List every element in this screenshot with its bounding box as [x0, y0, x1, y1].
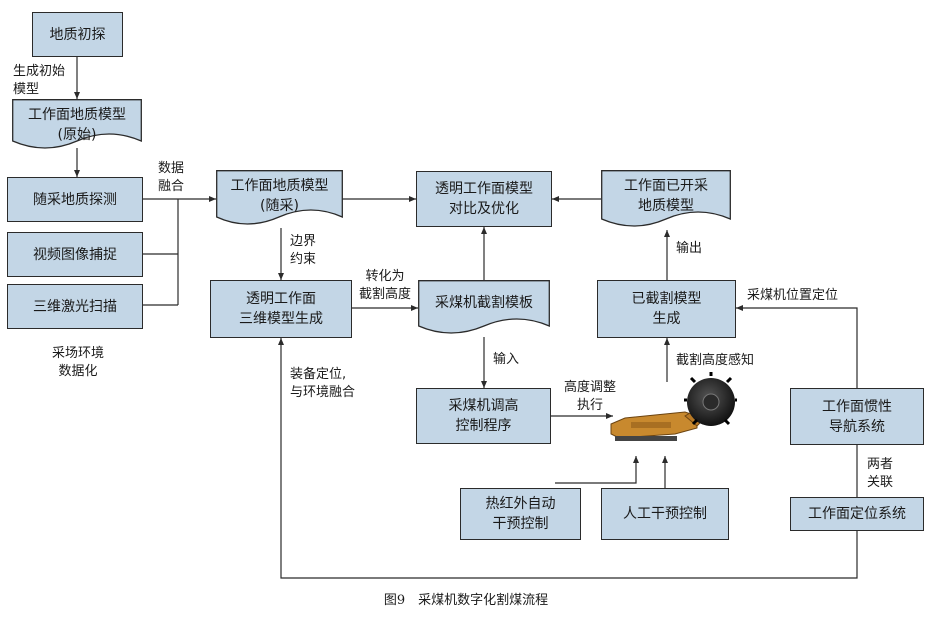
label-data-fusion: 数据 融合 [158, 161, 185, 194]
mining-geo-probe-box: 随采地质探测 [7, 177, 143, 222]
label-input: 输入 [493, 352, 520, 367]
manual-control-box: 人工干预控制 [601, 488, 729, 540]
video-capture-box: 视频图像捕捉 [7, 232, 143, 277]
label-gen-initial-model: 生成初始 模型 [13, 64, 66, 97]
shearer-illustration [610, 372, 737, 441]
cut-template-label: 采煤机截割模板 [435, 295, 533, 311]
transparent-3d-model-box: 透明工作面 三维模型生成 [210, 280, 352, 338]
mined-geo-model-label: 工作面已开采 地质模型 [624, 178, 708, 214]
mined-geo-model-doc: 工作面已开采 地质模型 [601, 170, 731, 230]
original-geo-model-label: 工作面地质模型 (原始) [28, 107, 126, 143]
label-boundary-constraint: 边界 约束 [290, 234, 317, 267]
label-both-related: 两者 关联 [866, 457, 893, 490]
inertial-navigation-box: 工作面惯性 导航系统 [790, 388, 924, 445]
cut-model-generation-box: 已截割模型 生成 [597, 280, 736, 338]
figure-caption: 图9 采煤机数字化割煤流程 [383, 593, 549, 608]
label-equipment-positioning: 装备定位, 与环境融合 [290, 367, 356, 400]
compare-optimize-box: 透明工作面模型 对比及优化 [416, 171, 552, 227]
label-convert-cut-height: 转化为 截割高度 [358, 269, 411, 302]
mining-geo-model-label: 工作面地质模型 (随采) [230, 178, 329, 214]
label-height-adjust-execute: 高度调整 执行 [563, 380, 616, 413]
cut-template-doc: 采煤机截割模板 [418, 280, 550, 337]
geo-survey-box: 地质初探 [32, 12, 123, 57]
label-shearer-positioning: 采煤机位置定位 [747, 288, 839, 303]
positioning-system-box: 工作面定位系统 [790, 497, 924, 531]
mining-geo-model-doc: 工作面地质模型 (随采) [216, 170, 343, 228]
original-geo-model-doc: 工作面地质模型 (原始) [12, 99, 142, 151]
label-output: 输出 [676, 241, 703, 256]
infrared-control-box: 热红外自动 干预控制 [460, 488, 581, 540]
label-cut-height-sensing: 截割高度感知 [676, 353, 755, 368]
height-control-program-box: 采煤机调高 控制程序 [416, 388, 551, 444]
laser-scan-box: 三维激光扫描 [7, 284, 143, 329]
label-environment-digitization: 采场环境 数据化 [51, 346, 104, 379]
